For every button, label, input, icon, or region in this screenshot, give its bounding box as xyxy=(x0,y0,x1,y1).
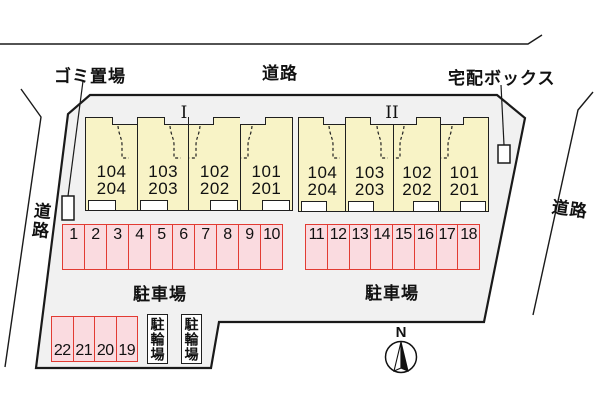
parking-space: 14 xyxy=(370,225,392,269)
parking-space: 1 xyxy=(63,225,84,269)
parking-space: 16 xyxy=(413,225,436,269)
unit-number-first-floor: 103 xyxy=(354,163,385,182)
unit-number-second-floor: 202 xyxy=(402,180,433,199)
unit-number-second-floor: 203 xyxy=(354,180,385,199)
parking-space: 4 xyxy=(128,225,150,269)
garbage-area-label: ゴミ置場 xyxy=(54,67,126,86)
garbage-leader-line xyxy=(67,80,84,197)
parking-space: 10 xyxy=(260,225,282,269)
unit-number-second-floor: 201 xyxy=(251,179,282,198)
bicycle-parking-label: 駐輪場 xyxy=(183,316,200,362)
compass-icon xyxy=(384,340,418,374)
parking-space: 13 xyxy=(348,225,371,269)
bicycle-parking-label: 駐輪場 xyxy=(149,316,166,362)
road-label-top: 道路 xyxy=(262,64,298,83)
parking-lot-label-right: 駐車場 xyxy=(365,284,419,303)
unit-porch xyxy=(139,200,168,210)
parking-space: 11 xyxy=(306,225,327,269)
parking-space: 8 xyxy=(216,225,238,269)
unit-entry-notch xyxy=(240,116,266,125)
parking-space: 9 xyxy=(238,225,260,269)
parking-space: 18 xyxy=(457,225,479,269)
delivery-box-leader-line xyxy=(500,84,505,146)
unit-number-first-floor: 104 xyxy=(96,162,127,181)
building-1-numeral: I xyxy=(180,103,188,123)
bicycle-parking-box-2: 駐輪場 xyxy=(181,314,202,364)
unit-porch xyxy=(301,201,327,211)
parking-space: 22 xyxy=(52,317,73,361)
parking-space: 15 xyxy=(392,225,414,269)
road-label-left: 道路 xyxy=(28,201,51,241)
unit-entry-notch xyxy=(188,116,215,125)
unit-porch xyxy=(412,201,439,211)
unit-number-second-floor: 204 xyxy=(96,179,127,198)
parking-space: 7 xyxy=(194,225,216,269)
unit-number-first-floor: 101 xyxy=(251,162,282,181)
road-edge-top xyxy=(0,34,543,45)
parking-space: 5 xyxy=(150,225,172,269)
parking-space: 20 xyxy=(94,317,116,361)
unit-entry-notch xyxy=(440,116,465,125)
delivery-box xyxy=(497,144,511,164)
unit-number-first-floor: 103 xyxy=(148,162,179,181)
unit-entry-notch xyxy=(163,116,190,125)
compass-north-label: N xyxy=(395,324,407,341)
parking-space: 17 xyxy=(435,225,458,269)
unit-porch xyxy=(460,201,486,211)
unit-number-second-floor: 202 xyxy=(199,179,230,198)
unit-number-second-floor: 204 xyxy=(307,180,338,199)
unit-porch xyxy=(88,200,117,210)
delivery-box-label: 宅配ボックス xyxy=(448,69,556,88)
road-label-right: 道路 xyxy=(550,197,589,222)
bicycle-parking-box-1: 駐輪場 xyxy=(147,314,168,364)
unit-entry-notch xyxy=(393,116,417,125)
parking-space: 19 xyxy=(115,317,137,361)
unit-number-first-floor: 102 xyxy=(402,163,433,182)
parking-space: 12 xyxy=(326,225,349,269)
parking-space: 3 xyxy=(106,225,128,269)
garbage-box xyxy=(61,195,75,221)
parking-space: 2 xyxy=(84,225,106,269)
unit-porch xyxy=(348,201,375,211)
unit-entry-notch xyxy=(370,116,394,125)
parking-lot-label-left: 駐車場 xyxy=(133,285,187,304)
unit-entry-notch xyxy=(322,116,347,125)
unit-number-second-floor: 203 xyxy=(148,179,179,198)
unit-porch xyxy=(261,200,290,210)
unit-porch xyxy=(210,200,239,210)
building-2-numeral: II xyxy=(385,103,399,123)
parking-space: 6 xyxy=(172,225,194,269)
unit-number-second-floor: 201 xyxy=(449,180,480,199)
unit-number-first-floor: 101 xyxy=(449,163,480,182)
unit-number-first-floor: 104 xyxy=(307,163,338,182)
road-edge-left xyxy=(4,88,42,368)
unit-number-first-floor: 102 xyxy=(199,162,230,181)
parking-space: 21 xyxy=(72,317,94,361)
unit-entry-notch xyxy=(112,116,138,125)
road-edge-right xyxy=(532,91,594,316)
